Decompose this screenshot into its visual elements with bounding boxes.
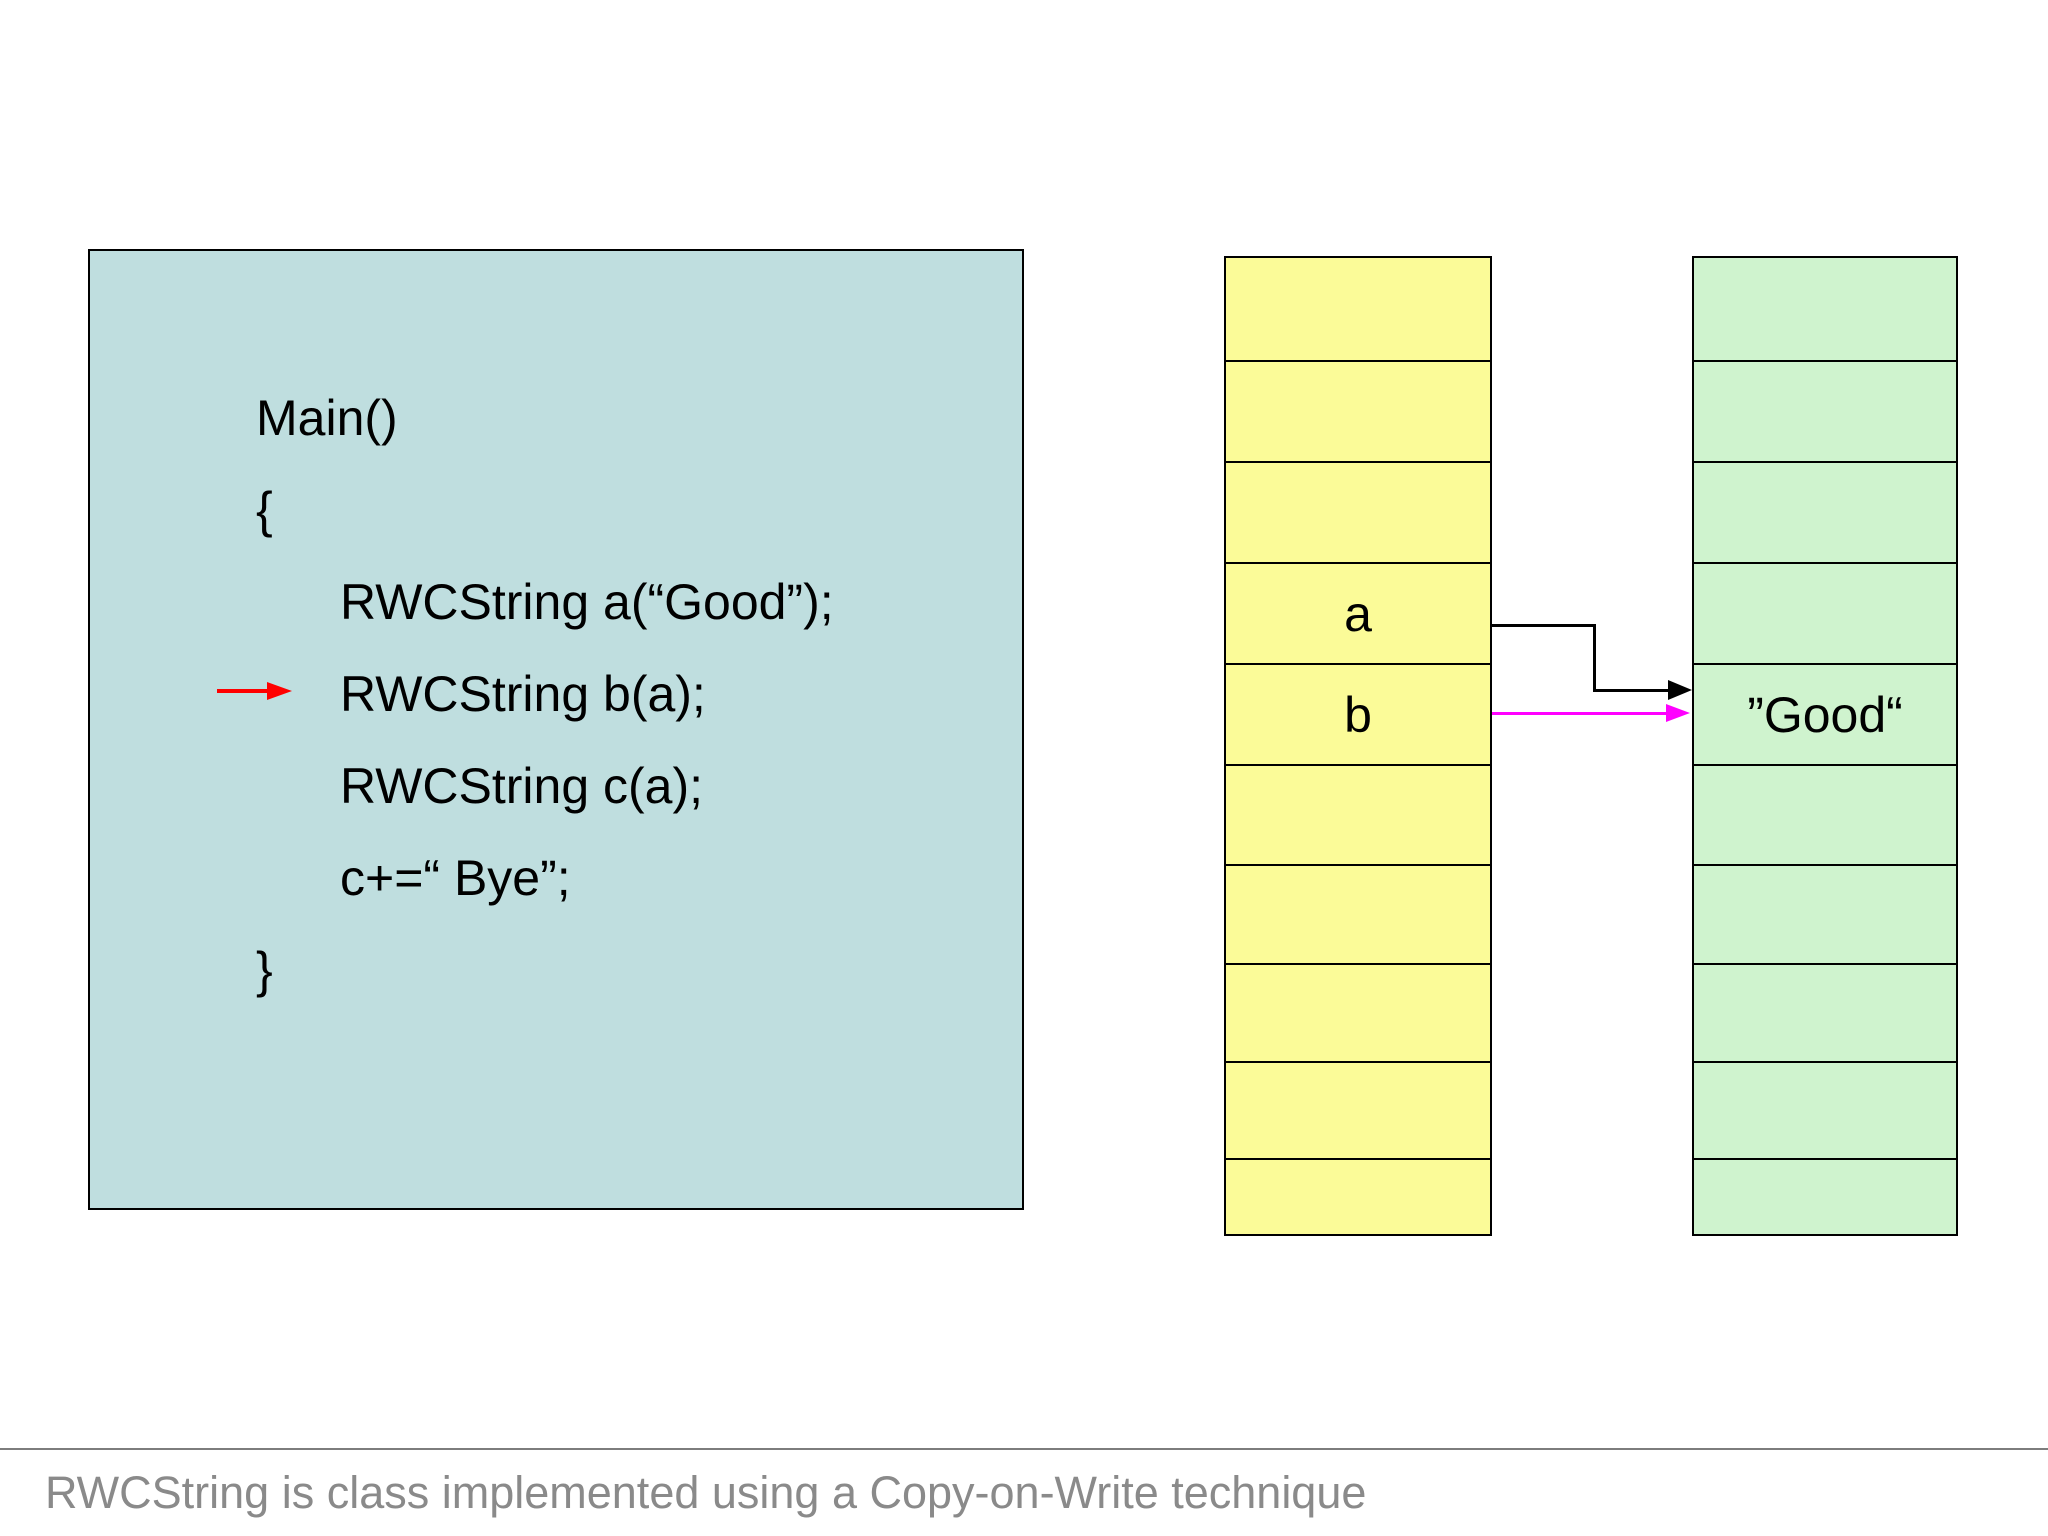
stack-cell bbox=[1226, 461, 1490, 562]
code-line: } bbox=[256, 942, 273, 998]
arrow-a-to-good-head-icon bbox=[1668, 680, 1692, 700]
stack-cell bbox=[1226, 864, 1490, 963]
heap-cell bbox=[1694, 258, 1956, 360]
arrow-b-to-good-segment bbox=[1492, 712, 1670, 715]
red-arrow-icon bbox=[217, 682, 297, 700]
arrow-a-to-good-segment bbox=[1593, 624, 1596, 692]
heap-column: ”Good“ bbox=[1692, 256, 1958, 1236]
red-arrow-head bbox=[267, 682, 292, 700]
heap-cell bbox=[1694, 562, 1956, 663]
heap-cell bbox=[1694, 360, 1956, 461]
arrow-b-to-good-head-icon bbox=[1666, 704, 1690, 722]
heap-cell bbox=[1694, 1061, 1956, 1158]
stack-cell bbox=[1226, 258, 1490, 360]
heap-cell-good: ”Good“ bbox=[1694, 663, 1956, 764]
heap-cell bbox=[1694, 963, 1956, 1061]
heap-cell bbox=[1694, 764, 1956, 864]
stack-cell bbox=[1226, 1061, 1490, 1158]
stack-label-b: b bbox=[1344, 686, 1372, 743]
arrow-a-to-good-segment bbox=[1492, 624, 1595, 627]
heap-value-good: ”Good“ bbox=[1747, 686, 1903, 743]
stack-label-a: a bbox=[1344, 585, 1372, 642]
heap-cell bbox=[1694, 461, 1956, 562]
code-line: RWCString c(a); bbox=[340, 758, 704, 814]
stack-cell bbox=[1226, 963, 1490, 1061]
stack-cell bbox=[1226, 1158, 1490, 1234]
code-line: RWCString a(“Good”); bbox=[340, 574, 834, 630]
footer-caption: RWCString is class implemented using a C… bbox=[45, 1467, 1367, 1518]
arrow-a-to-good-segment bbox=[1593, 689, 1670, 692]
heap-cell bbox=[1694, 1158, 1956, 1234]
stack-cell bbox=[1226, 360, 1490, 461]
code-panel: Main() { RWCString a(“Good”); RWCString … bbox=[88, 249, 1024, 1210]
code-line: Main() bbox=[256, 390, 398, 446]
stack-cell-a: a bbox=[1226, 562, 1490, 663]
code-line: { bbox=[256, 482, 273, 538]
stack-cell-b: b bbox=[1226, 663, 1490, 764]
footer-divider bbox=[0, 1448, 2048, 1450]
stack-cell bbox=[1226, 764, 1490, 864]
stack-column: a b bbox=[1224, 256, 1492, 1236]
red-arrow-shaft bbox=[217, 689, 269, 693]
code-line-current: RWCString b(a); bbox=[340, 666, 706, 722]
heap-cell bbox=[1694, 864, 1956, 963]
code-line: c+=“ Bye”; bbox=[340, 850, 571, 906]
